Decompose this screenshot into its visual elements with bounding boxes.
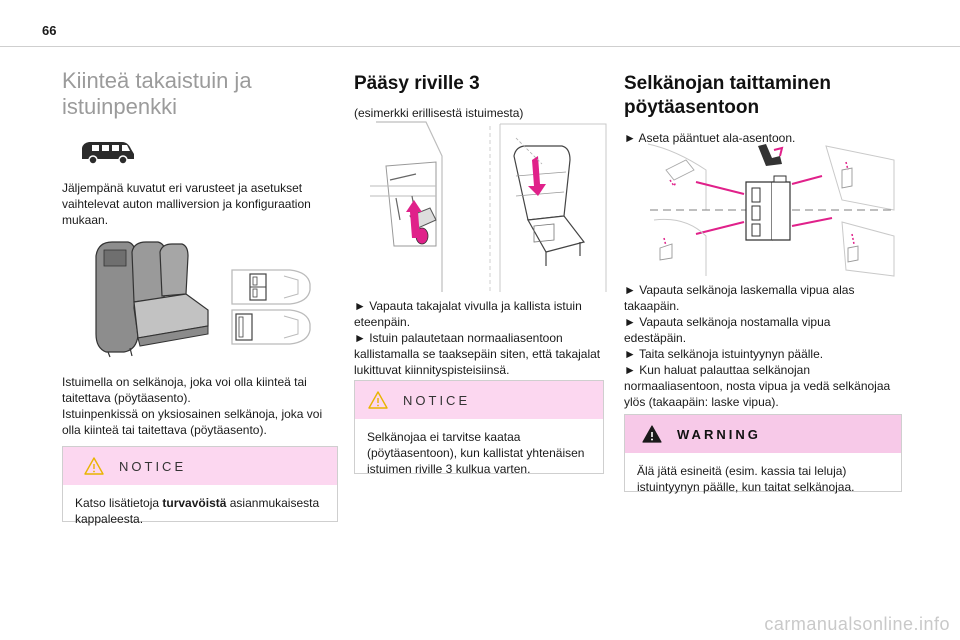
intro-text: Jäljempänä kuvatut eri varusteet ja aset… [62, 181, 311, 227]
notice-header: NOTICE [355, 381, 603, 419]
warning-box-fold: WARNING Älä jätä esineitä (esim. kassia … [624, 414, 902, 494]
column-table-position: Selkänojan taittaminen pöytäasentoon ► A… [624, 68, 904, 146]
row3-subtitle: (esimerkki erillisestä istuimesta) [354, 106, 524, 120]
fold-steps: ► Vapauta selkänoja laskemalla vipua ala… [624, 283, 891, 409]
column-fixed-seat: Kiinteä takaistuin ja istuinpenkki [62, 68, 340, 120]
column-row3-access: Pääsy riville 3 (esimerkki erillisestä i… [354, 68, 604, 121]
step-headrests: ► Aseta pääntuet ala-asentoon. [624, 131, 796, 145]
notice-title: NOTICE [119, 458, 187, 474]
van-icon [78, 140, 136, 166]
notice-box-seatbelts: NOTICE Katso lisätietoja turvavöistä asi… [62, 446, 338, 526]
section-title-row3: Pääsy riville 3 [354, 73, 480, 94]
notice-text: Katso lisätietoja turvavöistä asianmukai… [75, 496, 320, 526]
notice-title: NOTICE [403, 392, 471, 408]
notice-header: NOTICE [63, 447, 337, 485]
backrest-fold-illustration [646, 140, 898, 280]
notice-box-row3: NOTICE Selkänojaa ei tarvitse kaataa (pö… [354, 380, 604, 476]
warning-title: WARNING [677, 426, 761, 442]
page-number: 66 [42, 23, 57, 38]
section-title-fixed-seat: Kiinteä takaistuin ja istuinpenkki [62, 68, 252, 119]
footer-watermark: carmanualsonline.info [764, 614, 950, 634]
bench-seat-illustration [90, 238, 215, 358]
warning-triangle-icon [368, 391, 388, 409]
car-topview-diagram [228, 266, 314, 348]
notice-text: Selkänojaa ei tarvitse kaataa (pöytäasen… [367, 430, 585, 476]
section-title-table-position: Selkänojan taittaminen pöytäasentoon [624, 73, 831, 118]
header-rule [0, 46, 960, 47]
row3-seat-tilt-illustration [366, 116, 616, 292]
warning-text: Älä jätä esineitä (esim. kassia tai lelu… [637, 464, 855, 494]
warning-triangle-icon [642, 425, 662, 443]
link-seatbelts: turvavöistä [162, 496, 227, 510]
warning-triangle-icon [84, 457, 104, 475]
seat-description: Istuimella on selkänoja, joka voi olla k… [62, 375, 323, 437]
row3-steps: ► Vapauta takajalat vivulla ja kallista … [354, 299, 601, 377]
warning-header: WARNING [625, 415, 901, 453]
